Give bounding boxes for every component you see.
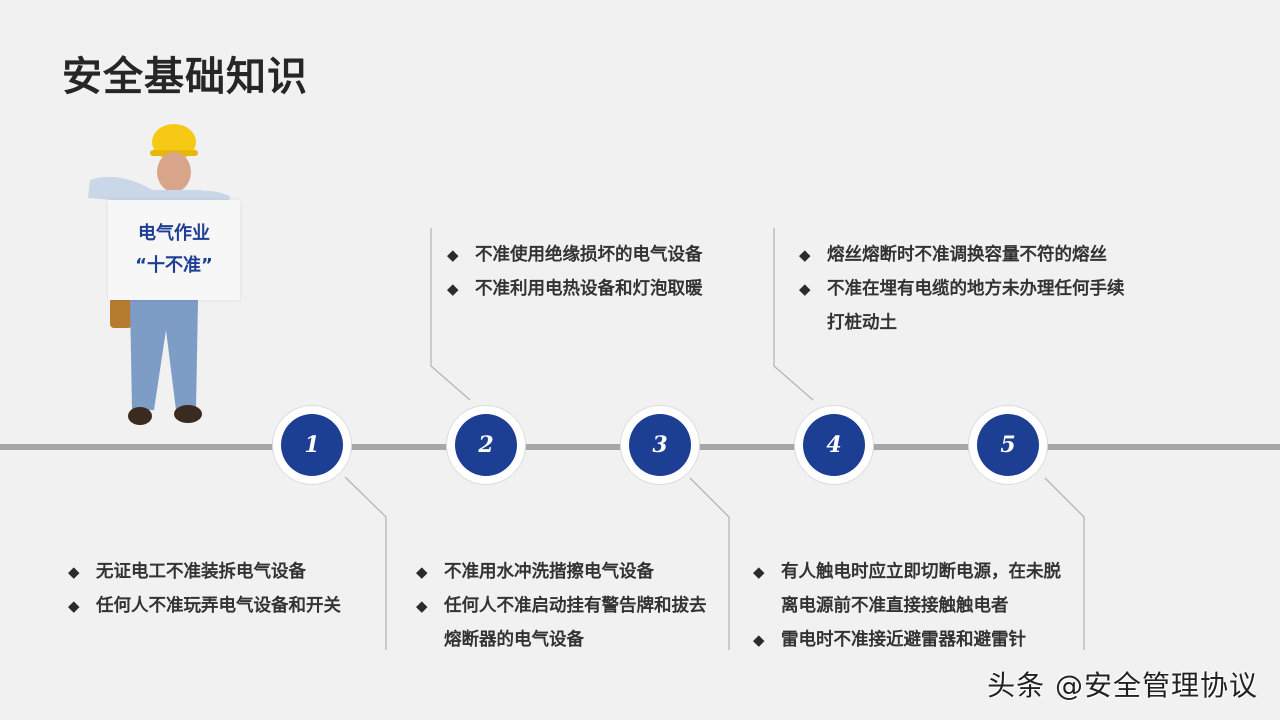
list-item: ◆ 雷电时不准接近避雷器和避雷针	[753, 623, 1069, 657]
list-item: ◆ 不准在埋有电缆的地方未办理任何手续打桩动土	[799, 272, 1134, 340]
list-item: ◆ 无证电工不准装拆电气设备	[68, 555, 378, 589]
rule-block-5: ◆ 有人触电时应立即切断电源，在未脱离电源前不准直接接触触电者 ◆ 雷电时不准接…	[753, 555, 1069, 657]
list-item: ◆ 不准利用电热设备和灯泡取暖	[447, 272, 747, 306]
list-item: ◆ 熔丝熔断时不准调换容量不符的熔丝	[799, 238, 1134, 272]
diamond-bullet-icon: ◆	[799, 246, 811, 264]
diamond-bullet-icon: ◆	[68, 597, 80, 615]
diamond-bullet-icon: ◆	[753, 631, 765, 649]
rule-block-2: ◆ 不准使用绝缘损坏的电气设备 ◆ 不准利用电热设备和灯泡取暖	[447, 238, 747, 306]
sign-line-2: “十不准”	[135, 255, 213, 276]
timeline-node-2[interactable]: 2	[446, 405, 526, 485]
diamond-bullet-icon: ◆	[753, 563, 765, 581]
timeline-node-4[interactable]: 4	[794, 405, 874, 485]
node-number: 3	[629, 414, 691, 476]
rule-block-1: ◆ 无证电工不准装拆电气设备 ◆ 任何人不准玩弄电气设备和开关	[68, 555, 378, 623]
node-number: 5	[977, 414, 1039, 476]
sign-line-1: 电气作业	[138, 223, 210, 244]
list-item: ◆ 有人触电时应立即切断电源，在未脱离电源前不准直接接触触电者	[753, 555, 1069, 623]
diamond-bullet-icon: ◆	[68, 563, 80, 581]
timeline-node-3[interactable]: 3	[620, 405, 700, 485]
watermark: 头条 @安全管理协议	[987, 669, 1258, 702]
sign-board: 电气作业 “十不准”	[108, 200, 240, 300]
list-item: ◆ 不准使用绝缘损坏的电气设备	[447, 238, 747, 272]
diamond-bullet-icon: ◆	[447, 280, 459, 298]
list-item: ◆ 任何人不准玩弄电气设备和开关	[68, 589, 378, 623]
timeline-node-1[interactable]: 1	[272, 405, 352, 485]
rule-block-4: ◆ 熔丝熔断时不准调换容量不符的熔丝 ◆ 不准在埋有电缆的地方未办理任何手续打桩…	[799, 238, 1134, 340]
diamond-bullet-icon: ◆	[799, 280, 811, 298]
node-number: 4	[803, 414, 865, 476]
list-item: ◆ 不准用水冲洗揩擦电气设备	[416, 555, 714, 589]
diamond-bullet-icon: ◆	[416, 563, 428, 581]
timeline-node-5[interactable]: 5	[968, 405, 1048, 485]
page-title: 安全基础知识	[62, 54, 308, 100]
diamond-bullet-icon: ◆	[416, 597, 428, 615]
node-number: 1	[281, 414, 343, 476]
diamond-bullet-icon: ◆	[447, 246, 459, 264]
node-number: 2	[455, 414, 517, 476]
list-item: ◆ 任何人不准启动挂有警告牌和拔去熔断器的电气设备	[416, 589, 714, 657]
rule-block-3: ◆ 不准用水冲洗揩擦电气设备 ◆ 任何人不准启动挂有警告牌和拔去熔断器的电气设备	[416, 555, 714, 657]
